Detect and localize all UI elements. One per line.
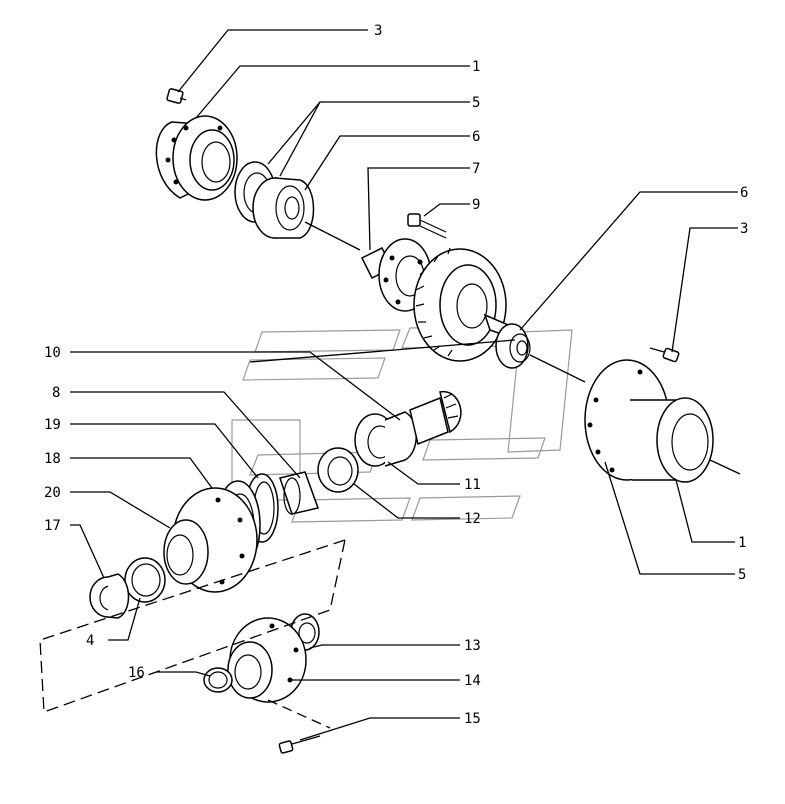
bolt-part-3-right bbox=[649, 347, 680, 363]
bearing-part-6-top bbox=[252, 177, 315, 239]
bolt-part-15 bbox=[278, 735, 321, 754]
snap-ring-part-4 bbox=[124, 557, 166, 603]
bearing-part-11 bbox=[354, 411, 417, 467]
callout-12: 12 bbox=[464, 511, 481, 527]
callout-5-top: 5 bbox=[472, 95, 480, 111]
callout-5-right: 5 bbox=[738, 567, 746, 583]
callout-20: 20 bbox=[44, 485, 61, 501]
housing-part-14 bbox=[227, 617, 307, 703]
callout-15: 15 bbox=[464, 711, 481, 727]
callout-11: 11 bbox=[464, 477, 481, 493]
flange-housing-part-1-top bbox=[155, 115, 238, 201]
callout-8: 8 bbox=[52, 385, 60, 401]
callout-18: 18 bbox=[44, 451, 61, 467]
bearing-part-17 bbox=[89, 573, 130, 619]
callout-13: 13 bbox=[464, 638, 481, 654]
callout-14: 14 bbox=[464, 673, 481, 689]
callout-19: 19 bbox=[44, 417, 61, 433]
leader-lines bbox=[70, 29, 741, 741]
callout-7: 7 bbox=[472, 161, 480, 177]
callout-17: 17 bbox=[44, 518, 61, 534]
callout-10: 10 bbox=[44, 345, 61, 361]
callout-3-right: 3 bbox=[740, 221, 748, 237]
bolt-part-3-top bbox=[166, 88, 187, 104]
spacer-part-12 bbox=[317, 447, 359, 493]
callout-9: 9 bbox=[472, 197, 480, 213]
flange-housing-part-1-right bbox=[584, 359, 714, 483]
callout-1-right: 1 bbox=[738, 535, 746, 551]
sleeve-part-8 bbox=[279, 471, 319, 515]
pinion-part-10 bbox=[409, 391, 462, 446]
callout-labels: 3 1 5 6 7 9 6 3 10 8 19 18 20 17 4 16 11… bbox=[44, 23, 748, 727]
bolt-part-9 bbox=[407, 213, 447, 239]
dashed-assembly-outline bbox=[39, 539, 346, 729]
snap-ring-part-16 bbox=[203, 667, 233, 693]
housing-part-20 bbox=[163, 487, 258, 593]
callout-16: 16 bbox=[128, 665, 145, 681]
callout-6-right: 6 bbox=[740, 185, 748, 201]
callout-6-top: 6 bbox=[472, 129, 480, 145]
callout-1-top: 1 bbox=[472, 59, 480, 75]
callout-3-top: 3 bbox=[374, 23, 382, 39]
bearing-part-6-right bbox=[495, 323, 531, 369]
callout-4: 4 bbox=[86, 633, 94, 649]
